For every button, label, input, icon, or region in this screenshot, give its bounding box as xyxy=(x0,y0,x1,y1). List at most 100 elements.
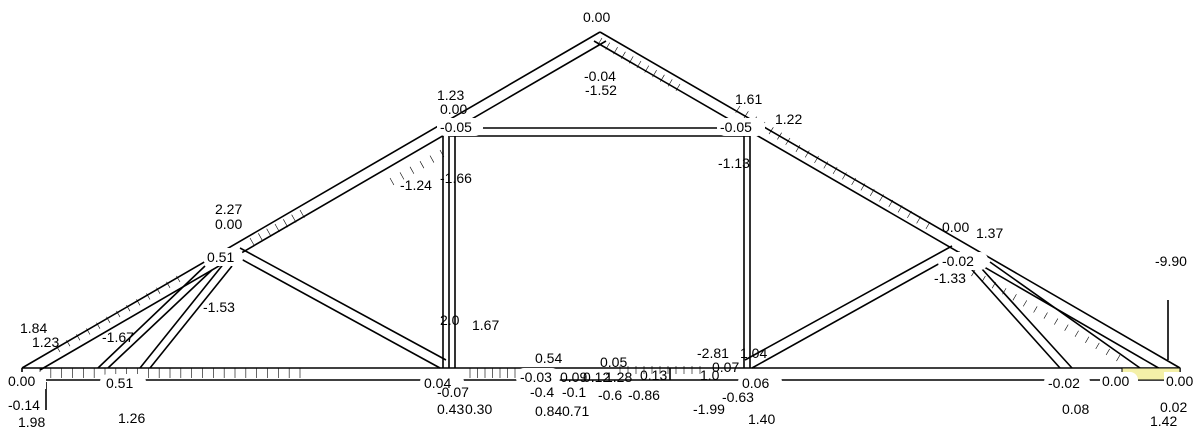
hatch-tick xyxy=(823,161,829,169)
hatch-tick xyxy=(621,51,626,59)
hatch-tick xyxy=(1064,324,1069,331)
hatch-tick xyxy=(126,304,131,312)
hatch-tick xyxy=(613,47,618,55)
left-top-chord xyxy=(21,31,607,371)
hatch-tick xyxy=(1033,306,1038,313)
label-bottom-mid-node: -0.03 xyxy=(520,369,552,385)
hatch-tick xyxy=(1074,330,1079,337)
hatch-tick xyxy=(439,149,445,158)
hatch-tick xyxy=(96,322,101,329)
hatch-tick xyxy=(991,281,996,289)
hatch-tick xyxy=(409,166,415,174)
hatch-tick xyxy=(597,37,603,46)
hatch-tick xyxy=(156,287,161,294)
hatch-tick xyxy=(136,299,141,306)
hatch-tick xyxy=(1012,294,1017,301)
hatch-tick xyxy=(907,210,912,219)
label-left-support-moment: 1.26 xyxy=(118,410,145,426)
label-right-post-bottom-shear: 0.07 xyxy=(712,359,739,375)
hatch-tick xyxy=(176,275,181,283)
label-right-heel-node: -0.02 xyxy=(1048,375,1080,391)
label-left-web-axial-2: -1.67 xyxy=(102,329,134,345)
force-labels: 0.00 -0.04 -1.52 1.23 0.00 -0.05 1.61 1.… xyxy=(6,8,1198,430)
label-bottom-mid-lower-5: -0.6 xyxy=(598,387,622,403)
hatch-tick xyxy=(1085,336,1090,343)
collar-tie xyxy=(450,127,750,137)
label-right-upper-node: -0.05 xyxy=(720,119,752,135)
left-inner-web xyxy=(97,261,233,369)
label-bottom-right-moment: 1.40 xyxy=(748,411,775,427)
label-bottom-right-shear: -0.63 xyxy=(722,389,754,405)
right-vertical-post xyxy=(743,132,751,368)
force-hatching xyxy=(39,37,1121,378)
hatch-tick xyxy=(266,228,272,237)
hatch-tick xyxy=(299,209,305,218)
hatch-tick xyxy=(628,56,634,64)
label-left-web-axial: -1.53 xyxy=(203,299,235,315)
label-right-heel-zero: 0.00 xyxy=(1166,373,1193,389)
label-bottom-right-node: 0.06 xyxy=(742,375,769,391)
hatch-tick xyxy=(860,183,866,191)
label-bottom-mid-shear: 0.09 xyxy=(560,369,587,385)
label-left-post-bottom-moment: 2.0 xyxy=(440,312,460,328)
hatch-tick xyxy=(743,111,749,119)
label-bottom-mid-axial: 0.12 xyxy=(583,369,610,385)
hatch-tick xyxy=(804,150,810,158)
label-bottom-left-node: 0.04 xyxy=(424,375,451,391)
label-left-heel-zero: 0.00 xyxy=(8,373,35,389)
label-bottom-left-moment: 0.43 xyxy=(437,401,464,417)
hatch-tick xyxy=(56,345,61,353)
label-right-reaction: -9.90 xyxy=(1155,253,1187,269)
label-right-mid-moment: 1.37 xyxy=(976,225,1003,241)
label-right-post-bottom-axial: 1.04 xyxy=(740,345,767,361)
hatch-tick xyxy=(146,293,151,300)
hatch-tick xyxy=(283,219,288,228)
label-left-heel-shear: 1.23 xyxy=(32,334,59,350)
hatch-tick xyxy=(842,172,847,180)
label-right-post-axial: -1.13 xyxy=(718,155,750,171)
label-right-heel-moment: 0.08 xyxy=(1062,401,1089,417)
hatch-tick xyxy=(667,79,673,87)
hatch-tick xyxy=(389,177,395,186)
hatch-tick xyxy=(888,199,894,208)
hatch-tick xyxy=(419,161,425,169)
label-left-support-shear: -0.14 xyxy=(8,397,40,413)
label-bottom-mid-lower-2: -0.1 xyxy=(562,384,586,400)
label-right-heel-axial: 1.42 xyxy=(1150,413,1177,429)
label-right-mid-zero: 0.00 xyxy=(942,219,969,235)
label-right-heel-node-2: 0.00 xyxy=(1102,373,1129,389)
hatch-tick xyxy=(636,60,642,69)
hatch-tick xyxy=(897,205,903,213)
hatch-tick xyxy=(660,74,665,82)
hatch-tick xyxy=(166,281,171,288)
label-left-post-axial: -1.66 xyxy=(440,170,472,186)
label-apex-value: 0.00 xyxy=(583,9,610,25)
hatch-tick xyxy=(1043,312,1048,319)
label-right-heel-shear: 0.02 xyxy=(1160,399,1187,415)
hatch-tick xyxy=(1002,288,1007,295)
hatch-tick xyxy=(879,194,884,202)
label-bottom-mid-3-moment: 0.13 xyxy=(640,367,667,383)
hatch-tick xyxy=(916,216,921,224)
hatch-tick xyxy=(429,155,435,163)
label-apex-axial: -1.52 xyxy=(585,82,617,98)
label-left-heel-node: 0.51 xyxy=(106,375,133,391)
hatch-tick xyxy=(644,65,650,73)
label-bottom-mid-lower-6: -0.86 xyxy=(628,387,660,403)
label-right-upper-axial: 1.22 xyxy=(775,111,802,127)
hatch-tick xyxy=(777,132,782,140)
hatch-tick xyxy=(291,214,297,223)
label-bottom-left-shear: -0.07 xyxy=(437,384,469,400)
right-top-chord xyxy=(593,31,1181,371)
hatch-tick xyxy=(399,172,405,180)
hatch-tick xyxy=(652,70,657,78)
hatch-tick xyxy=(605,42,611,50)
hatch-tick xyxy=(258,233,263,242)
label-left-mid-moment: 2.27 xyxy=(215,201,242,217)
truss-members xyxy=(21,31,1181,410)
left-vertical-post xyxy=(442,132,456,368)
hatch-tick xyxy=(925,221,931,230)
label-right-post-bottom-moment: -2.81 xyxy=(697,345,729,361)
hatch-tick xyxy=(76,334,81,341)
